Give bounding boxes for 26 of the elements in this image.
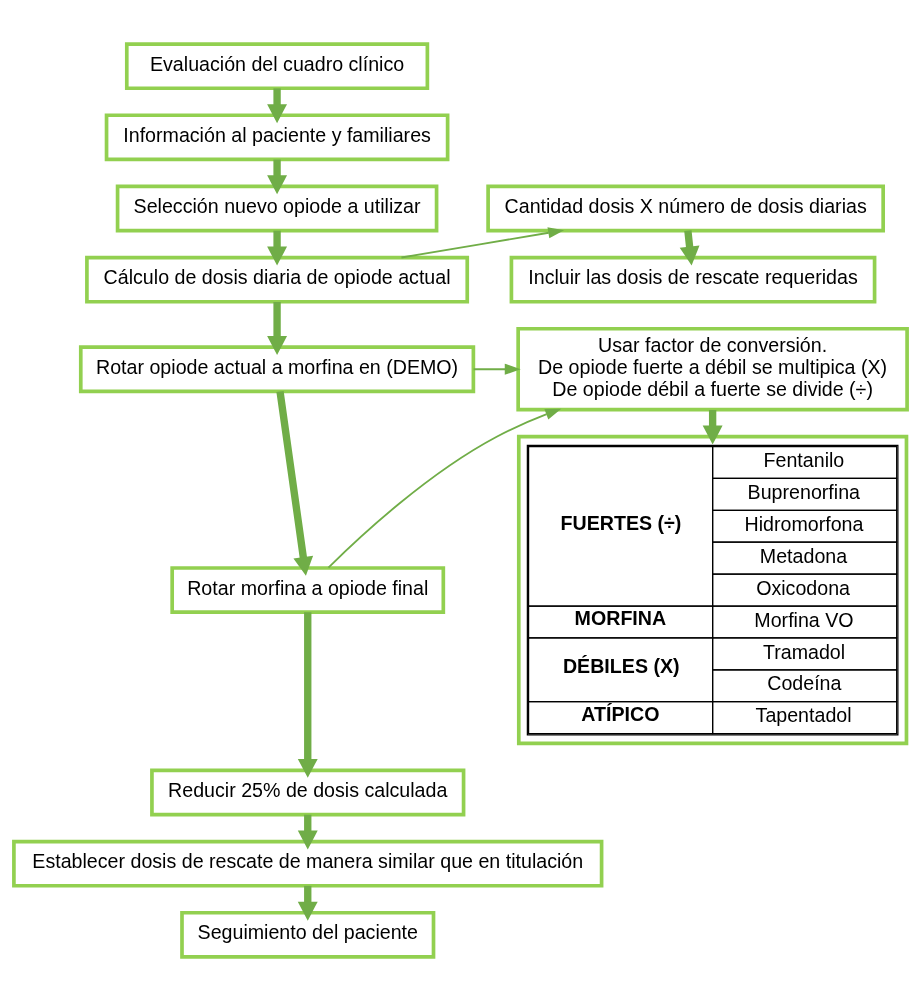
node-box: Selección nuevo opiode a utilizar (115, 184, 438, 233)
node-box: Cantidad dosis X número de dosis diarias (485, 184, 885, 233)
node-box: FUERTES (÷) Fentanilo Buprenorfina Hidromorfona Metadona Oxicodona MORFINA Morfina VO DÉBILES (X) Tramadol Codeína ATÍPICO Tapentadol (516, 434, 908, 746)
arrow (266, 88, 287, 124)
node-box: Rotar opiode actual a morfina en (DEMO) (78, 345, 475, 394)
arrow (297, 814, 318, 850)
arrow (400, 227, 564, 259)
arrow (679, 230, 699, 266)
node-box: Usar factor de conversión. De opiode fuerte a débil se multipica (X) De opiode débil a fuerte se divide (÷) (515, 326, 909, 412)
arrow (266, 230, 287, 266)
arrow (702, 410, 723, 445)
node-box: Establecer dosis de rescate de manera similar que en titulación (11, 839, 603, 888)
node-box: Seguimiento del paciente (179, 910, 435, 959)
node-box: Reducir 25% de dosis calculada (149, 768, 465, 817)
node-box: Evaluación del cuadro clínico (124, 42, 429, 91)
arrow (472, 363, 521, 375)
arrow (275, 390, 313, 576)
arrow (266, 301, 287, 355)
node-box: Información al paciente y familiares (104, 113, 449, 162)
arrow (297, 612, 318, 778)
node-box: Incluir las dosis de rescate requeridas (509, 255, 876, 304)
node-box: Cálculo de dosis diaria de opiode actual (84, 255, 469, 304)
node-box: Rotar morfina a opiode final (169, 566, 445, 614)
arrow (266, 159, 287, 195)
arrow (327, 408, 561, 569)
arrow (297, 885, 318, 921)
